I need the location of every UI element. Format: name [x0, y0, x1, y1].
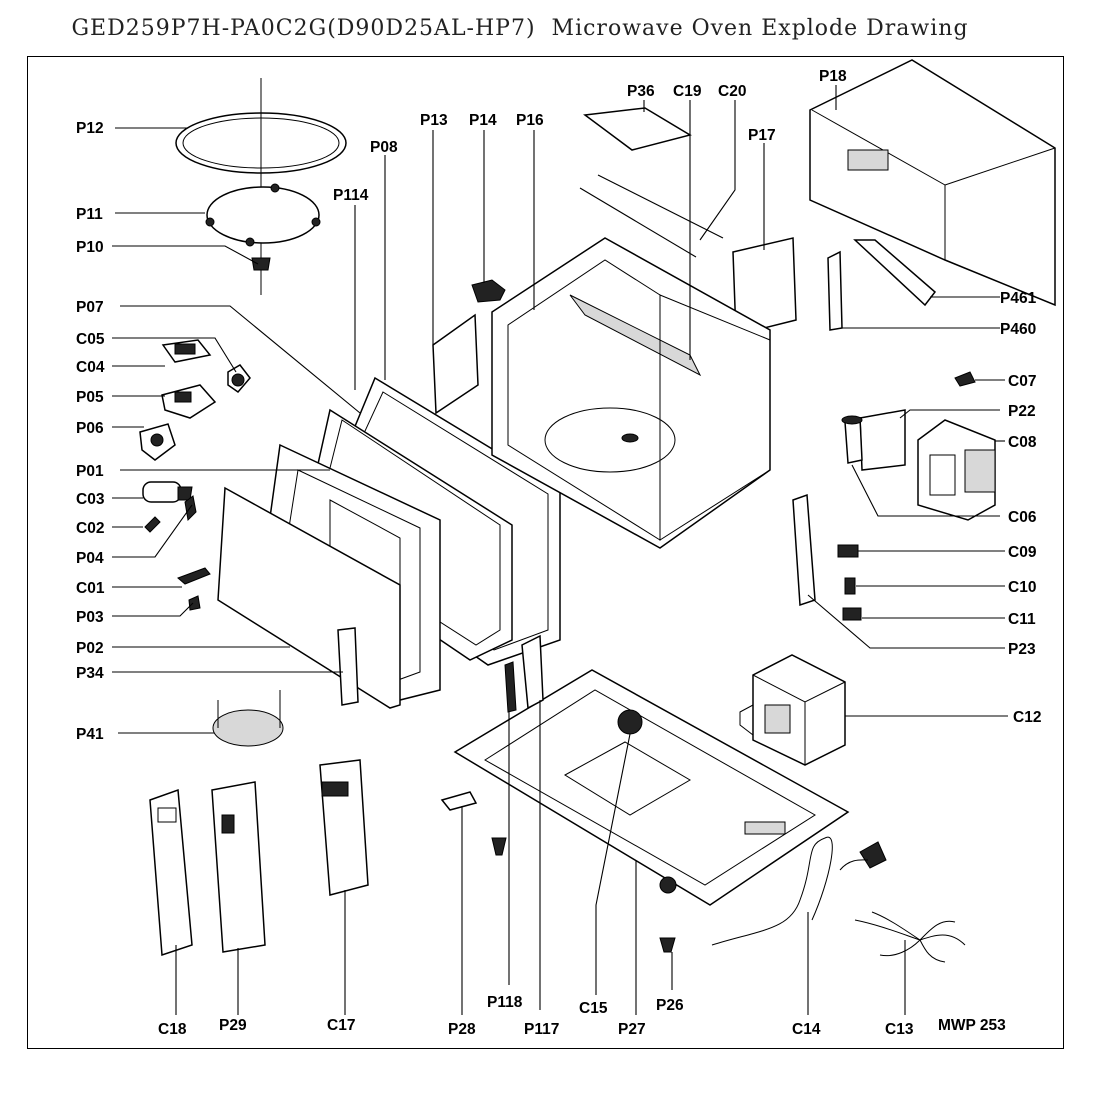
leader-lines	[112, 85, 1008, 1015]
label-p14: P14	[469, 112, 497, 129]
stirrer-part	[212, 690, 284, 747]
label-c19: C19	[673, 83, 702, 100]
coupler-part	[251, 257, 271, 271]
outer-case-part	[809, 59, 1056, 307]
label-p34: P34	[76, 665, 104, 682]
label-p36: P36	[627, 83, 655, 100]
transformer-part	[739, 654, 846, 766]
label-c03: C03	[76, 491, 105, 508]
label-p461: P461	[1000, 290, 1037, 307]
switch-bracket-part	[792, 493, 862, 621]
label-c13: C13	[885, 1021, 914, 1038]
label-p07: P07	[76, 299, 104, 316]
label-c09: C09	[1008, 544, 1037, 561]
label-c05: C05	[76, 331, 105, 348]
label-c17: C17	[327, 1017, 355, 1034]
label-p28: P28	[448, 1021, 476, 1038]
label-c20: C20	[718, 83, 746, 100]
label-p05: P05	[76, 389, 104, 406]
label-p13: P13	[420, 112, 448, 129]
drawing-frame	[27, 56, 1064, 1049]
rail-461-part	[853, 239, 937, 307]
power-cord-part	[711, 836, 887, 946]
rail-460-part	[827, 250, 843, 331]
label-p23: P23	[1008, 641, 1036, 658]
mica-sheets-part	[432, 237, 797, 415]
label-p22: P22	[1008, 403, 1036, 420]
model-code: MWP 253	[938, 1017, 1006, 1034]
left-small-parts	[139, 339, 251, 611]
hinge-bracket-part	[471, 279, 506, 303]
label-c14: C14	[792, 1021, 821, 1038]
label-p118: P118	[487, 994, 523, 1011]
label-p29: P29	[219, 1017, 247, 1034]
oven-cavity-part	[491, 237, 771, 549]
label-p02: P02	[76, 640, 104, 657]
latch-parts	[440, 634, 676, 953]
label-c11: C11	[1008, 611, 1036, 628]
label-p08: P08	[370, 139, 398, 156]
label-p41: P41	[76, 726, 104, 743]
right-electrical-parts	[841, 371, 996, 521]
base-plate-part	[453, 669, 850, 906]
label-c01: C01	[76, 580, 105, 597]
label-c04: C04	[76, 359, 105, 376]
control-panel-parts	[149, 759, 369, 957]
label-p17: P17	[748, 127, 776, 144]
label-p10: P10	[76, 239, 104, 256]
page-title: GED259P7H-PA0C2G(D90D25AL-HP7) Microwave…	[71, 16, 969, 41]
label-p01: P01	[76, 463, 104, 480]
roller-ring-part	[205, 183, 321, 247]
label-c08: C08	[1008, 434, 1037, 451]
wire-harness-part	[854, 911, 966, 963]
label-p12: P12	[76, 120, 104, 137]
label-p11: P11	[76, 206, 103, 223]
label-c15: C15	[579, 1000, 608, 1017]
label-c12: C12	[1013, 709, 1041, 726]
label-p06: P06	[76, 420, 104, 437]
label-p03: P03	[76, 609, 104, 626]
top-heater-parts	[579, 107, 724, 258]
label-p18: P18	[819, 68, 847, 85]
label-c06: C06	[1008, 509, 1037, 526]
label-p117: P117	[524, 1021, 559, 1038]
door-assembly-part	[217, 376, 561, 709]
label-c07: C07	[1008, 373, 1036, 390]
label-p114: P114	[333, 187, 369, 204]
label-c18: C18	[158, 1021, 187, 1038]
label-p27: P27	[618, 1021, 646, 1038]
label-p16: P16	[516, 112, 544, 129]
label-p26: P26	[656, 997, 684, 1014]
label-c02: C02	[76, 520, 104, 537]
label-p460: P460	[1000, 321, 1036, 338]
label-c10: C10	[1008, 579, 1036, 596]
label-p04: P04	[76, 550, 104, 567]
